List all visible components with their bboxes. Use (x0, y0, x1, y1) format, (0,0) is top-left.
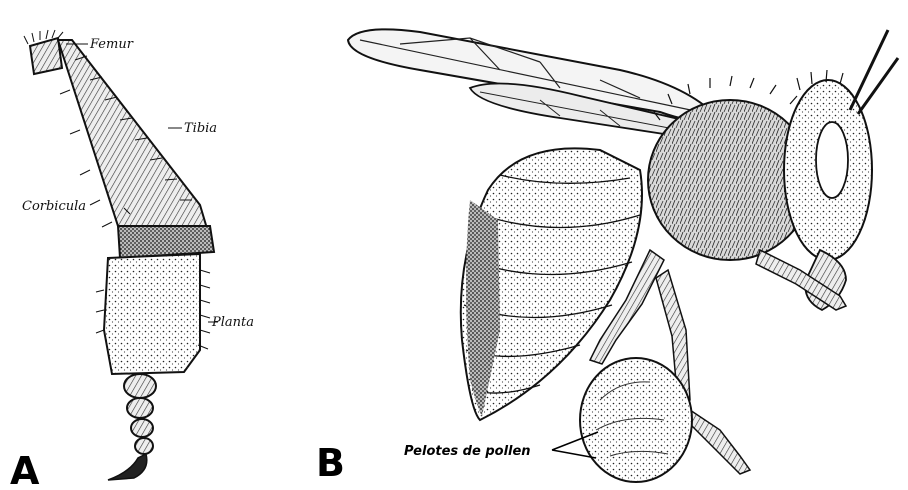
tarsal-claw (108, 454, 147, 480)
panel-letter-b: B (316, 441, 345, 485)
label-planta: Planta (211, 315, 254, 330)
tarsus-segment-4 (135, 438, 153, 454)
panel-b-bee-illustration: Pelotes de pollen B (316, 29, 898, 485)
pollen-ball (580, 358, 692, 482)
label-tibia: Tibia (184, 121, 217, 136)
tarsus-segment-3 (131, 419, 153, 437)
panel-letter-a: A (10, 449, 40, 490)
panel-a-leg-illustration: Femur Tibia Corbicula Planta A (10, 30, 254, 490)
label-pollen: Pelotes de pollen (404, 444, 531, 459)
compound-eye (816, 122, 848, 198)
planta-segment (104, 254, 200, 374)
femur-segment (30, 38, 62, 74)
label-corbicula: Corbicula (22, 199, 86, 214)
tarsus-segment-1 (124, 374, 156, 398)
hind-leg-tarsus (686, 410, 750, 474)
label-femur: Femur (89, 37, 134, 52)
tarsus-segment-2 (127, 398, 153, 418)
